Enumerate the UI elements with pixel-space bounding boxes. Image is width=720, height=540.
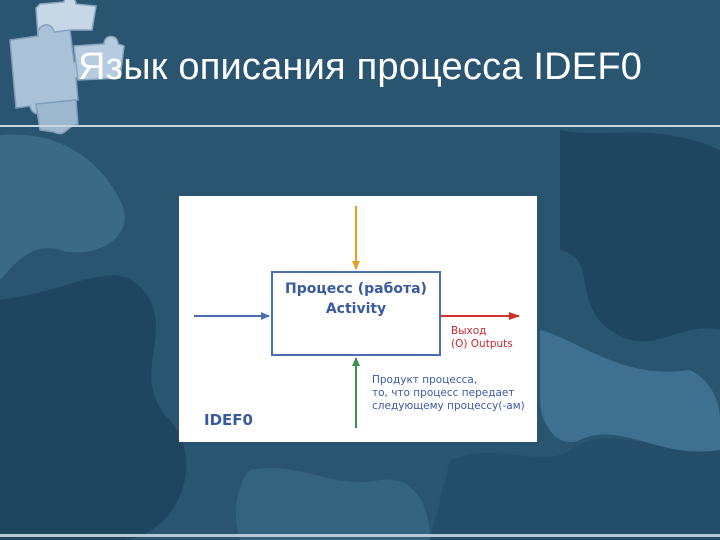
- process-title: Процесс (работа): [285, 281, 427, 297]
- output-label: Выход (O) Outputs: [451, 325, 513, 350]
- notation-label: IDEF0: [204, 411, 253, 429]
- footer-divider: [0, 534, 720, 537]
- diagram-arrows: [194, 206, 520, 428]
- process-box: Процесс (работа) Activity: [271, 271, 441, 356]
- slide-title: Язык описания процесса IDEF0: [78, 46, 643, 88]
- idef0-diagram: Процесс (работа) Activity Выход (O) Outp…: [179, 196, 537, 442]
- title-divider: [0, 125, 720, 127]
- product-label: Продукт процесса, то, что процесс переда…: [372, 374, 525, 412]
- process-subtitle: Activity: [325, 301, 387, 317]
